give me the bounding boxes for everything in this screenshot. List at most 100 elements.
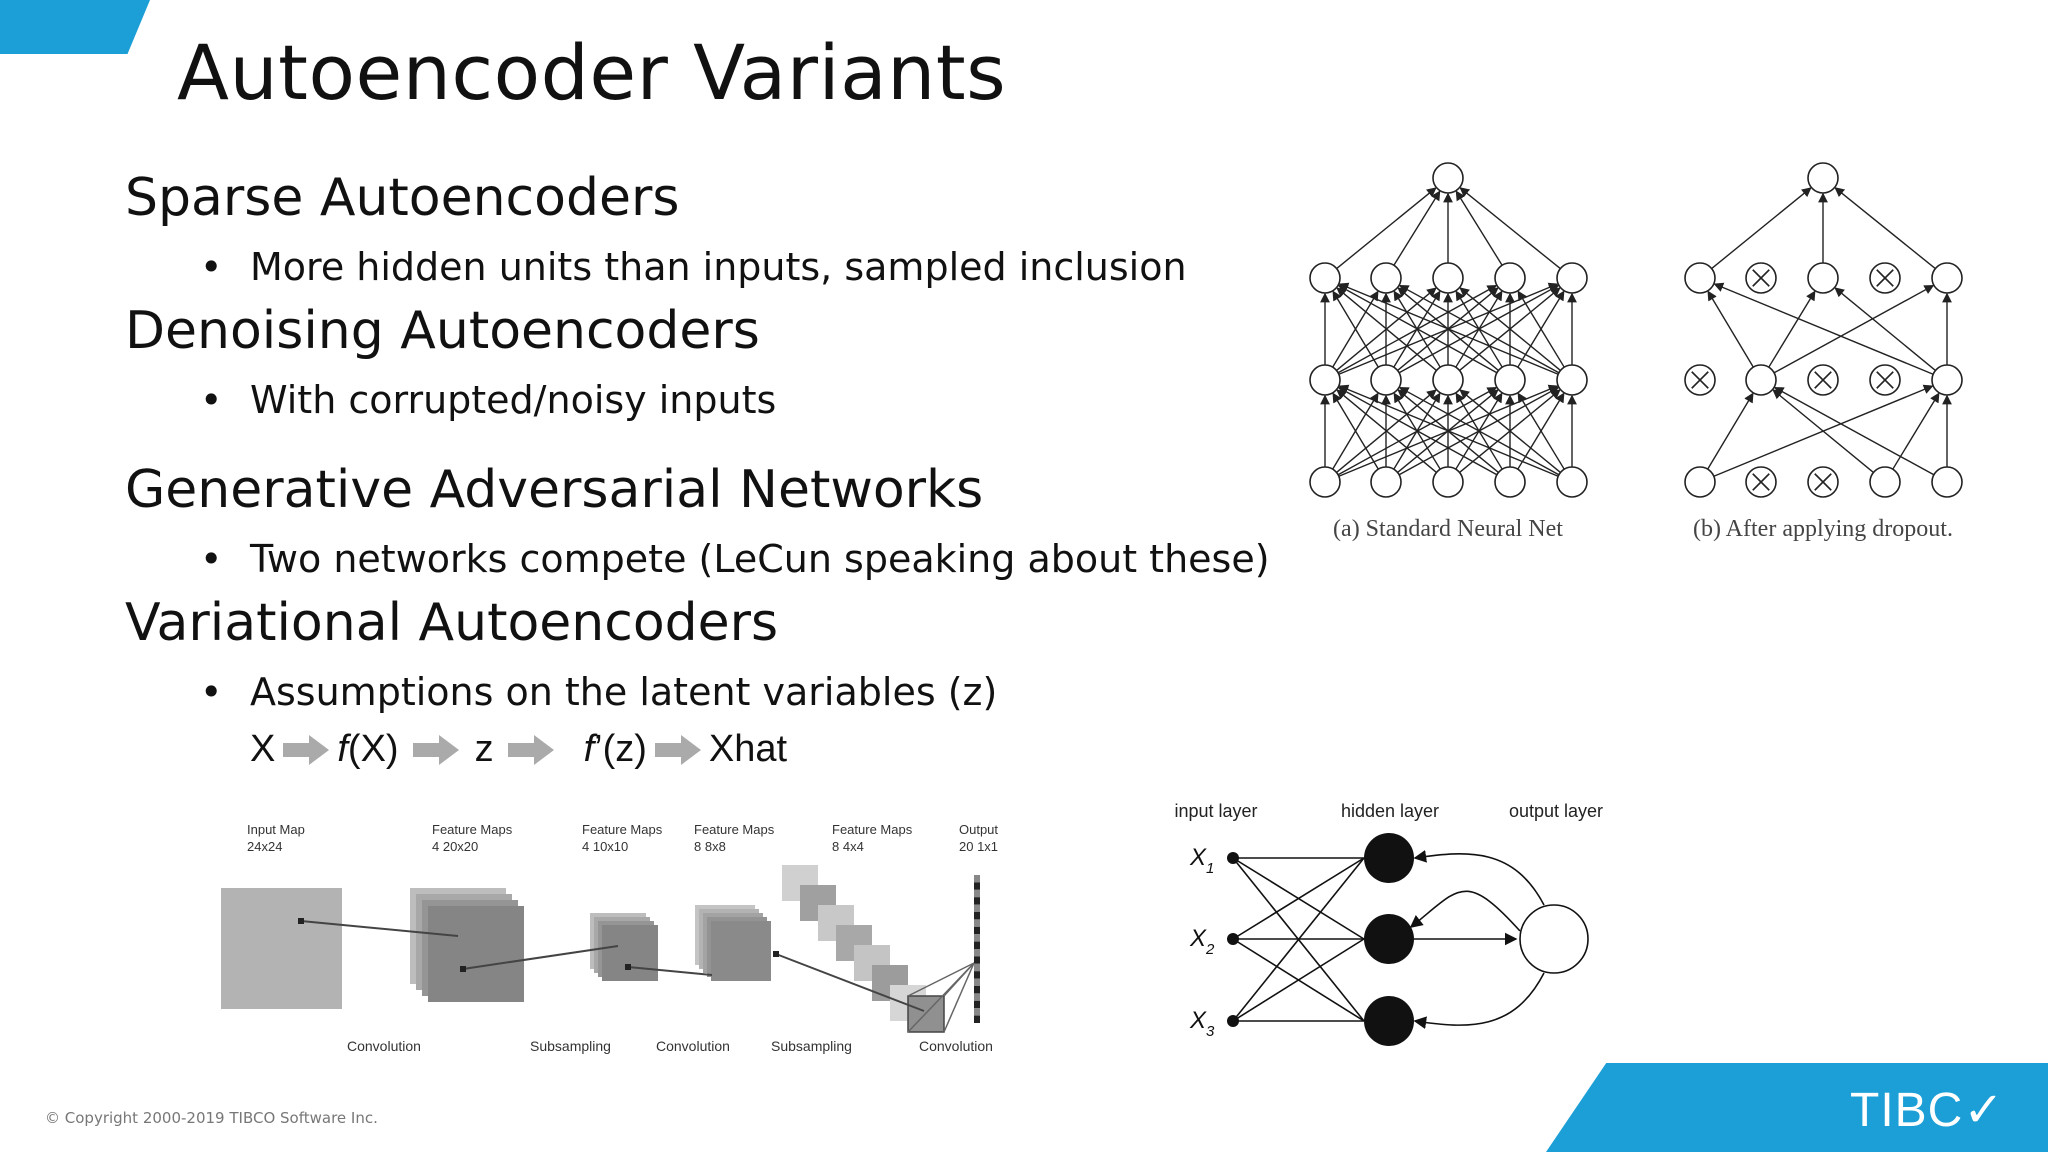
- network-node: [1494, 262, 1526, 294]
- network-node: [1556, 364, 1588, 396]
- input-x1-label: X1: [1189, 844, 1214, 877]
- rnn-edge: [1232, 938, 1365, 1022]
- network-edge: [1773, 387, 1935, 476]
- arrow-right-icon: [283, 734, 330, 765]
- network-edge: [1459, 187, 1561, 270]
- network-node: [1931, 466, 1963, 498]
- output-unit: [974, 986, 980, 994]
- cnn-stage-sub: 4 20x20: [432, 839, 478, 854]
- arrow-right-icon: [654, 734, 701, 765]
- output-unit: [974, 889, 980, 898]
- network-edge: [1338, 282, 1559, 375]
- output-unit: [974, 941, 980, 949]
- formula-fz-arg: (z): [602, 728, 647, 770]
- dropped-node-cross: [1814, 473, 1832, 491]
- dropped-node-cross: [1752, 473, 1770, 491]
- output-unit: [974, 1015, 980, 1023]
- bullet-dot: •: [200, 245, 223, 289]
- section-heading-sparse: Sparse Autoencoders: [125, 168, 680, 228]
- network-node: [1869, 466, 1901, 498]
- network-edge: [1834, 187, 1936, 270]
- formula-f: f: [337, 728, 348, 770]
- network-node: [1931, 364, 1963, 396]
- bullet-text: More hidden units than inputs, sampled i…: [250, 245, 1187, 289]
- network-node: [1807, 262, 1839, 294]
- output-unit: [974, 963, 980, 972]
- cnn-feature-map: [602, 925, 658, 981]
- input-x3-label: X3: [1189, 1007, 1215, 1040]
- network-edge: [1517, 392, 1565, 470]
- section-heading-denoising: Denoising Autoencoders: [125, 301, 760, 361]
- network-edge: [1773, 285, 1935, 374]
- output-unit: [974, 897, 980, 905]
- network-node: [1432, 162, 1464, 194]
- network-edge: [1713, 282, 1934, 375]
- network-node: [1370, 466, 1402, 498]
- network-edge: [1337, 285, 1498, 374]
- brand-band: [1546, 1063, 2048, 1152]
- dropped-node-cross: [1752, 269, 1770, 287]
- output-unit: [974, 971, 980, 979]
- bullet-dot: •: [200, 537, 223, 581]
- network-node: [1370, 262, 1402, 294]
- network-edge: [1332, 392, 1379, 470]
- input-node: [1227, 933, 1239, 945]
- formula-fprime: f: [583, 728, 595, 770]
- network-edge: [1393, 190, 1441, 266]
- network-node: [1684, 262, 1716, 294]
- dropout-diagram: (a) Standard Neural Net (b) After applyi…: [1309, 162, 1963, 542]
- cnn-operation-label: Convolution: [347, 1038, 421, 1054]
- bullet-denoising: •With corrupted/noisy inputs: [200, 378, 776, 422]
- tibco-logo: TIBC✓: [1850, 1084, 2005, 1137]
- output-unit: [974, 882, 980, 890]
- cnn-output-vector: [974, 875, 980, 1023]
- vae-formula: X f (X) z f ’(z) Xhat: [250, 728, 787, 771]
- network-edge: [1459, 389, 1561, 474]
- formula-fprime-mark: ’: [594, 728, 603, 770]
- network-node: [1309, 262, 1341, 294]
- cnn-operation-label: Subsampling: [530, 1038, 611, 1054]
- input-layer-label: input layer: [1174, 801, 1257, 821]
- rnn-recurrent-edge: [1409, 890, 1521, 932]
- network-node: [1309, 364, 1341, 396]
- bullet-gan: • Two networks compete (LeCun speaking ab…: [200, 537, 1270, 581]
- cnn-stage-label: Feature Maps: [582, 822, 663, 837]
- network-edge: [1332, 290, 1379, 368]
- output-unit: [974, 949, 980, 957]
- network-node: [1494, 364, 1526, 396]
- cnn-stage-label: Feature Maps: [432, 822, 513, 837]
- cnn-stage-sub: 4 10x10: [582, 839, 628, 854]
- output-unit: [974, 956, 980, 964]
- network-edge: [1398, 285, 1560, 374]
- rnn-recurrent-edge: [1413, 850, 1545, 906]
- cnn-kernel-marker: [625, 964, 631, 970]
- output-unit: [974, 919, 980, 927]
- dropped-node-cross: [1876, 269, 1894, 287]
- output-unit: [974, 904, 980, 912]
- network-edge: [1834, 287, 1936, 372]
- output-unit: [974, 926, 980, 935]
- bullet-sparse: • More hidden units than inputs, sampled …: [200, 245, 1187, 289]
- formula-z: z: [474, 728, 494, 770]
- network-edge: [1892, 392, 1940, 470]
- network-edge: [1338, 384, 1559, 477]
- hidden-node: [1364, 833, 1414, 883]
- caption-dropout-net: (b) After applying dropout.: [1693, 516, 1953, 542]
- bullet-text: With corrupted/noisy inputs: [250, 378, 777, 422]
- formula-x: X: [250, 728, 276, 770]
- hidden-node: [1364, 914, 1414, 964]
- standard-neural-net: [1309, 162, 1588, 498]
- cnn-operation-label: Convolution: [656, 1038, 730, 1054]
- network-node: [1370, 364, 1402, 396]
- cnn-connection: [907, 962, 975, 997]
- cnn-input-map: [221, 888, 342, 1009]
- network-node: [1432, 364, 1464, 396]
- network-node: [1684, 466, 1716, 498]
- network-edge: [1336, 287, 1437, 371]
- network-node: [1432, 466, 1464, 498]
- bullet-text: Two networks compete (LeCun speaking abo…: [250, 537, 1270, 581]
- network-node: [1432, 262, 1464, 294]
- network-edge: [1337, 387, 1498, 476]
- cnn-feature-map: [711, 921, 771, 981]
- network-node: [1931, 262, 1963, 294]
